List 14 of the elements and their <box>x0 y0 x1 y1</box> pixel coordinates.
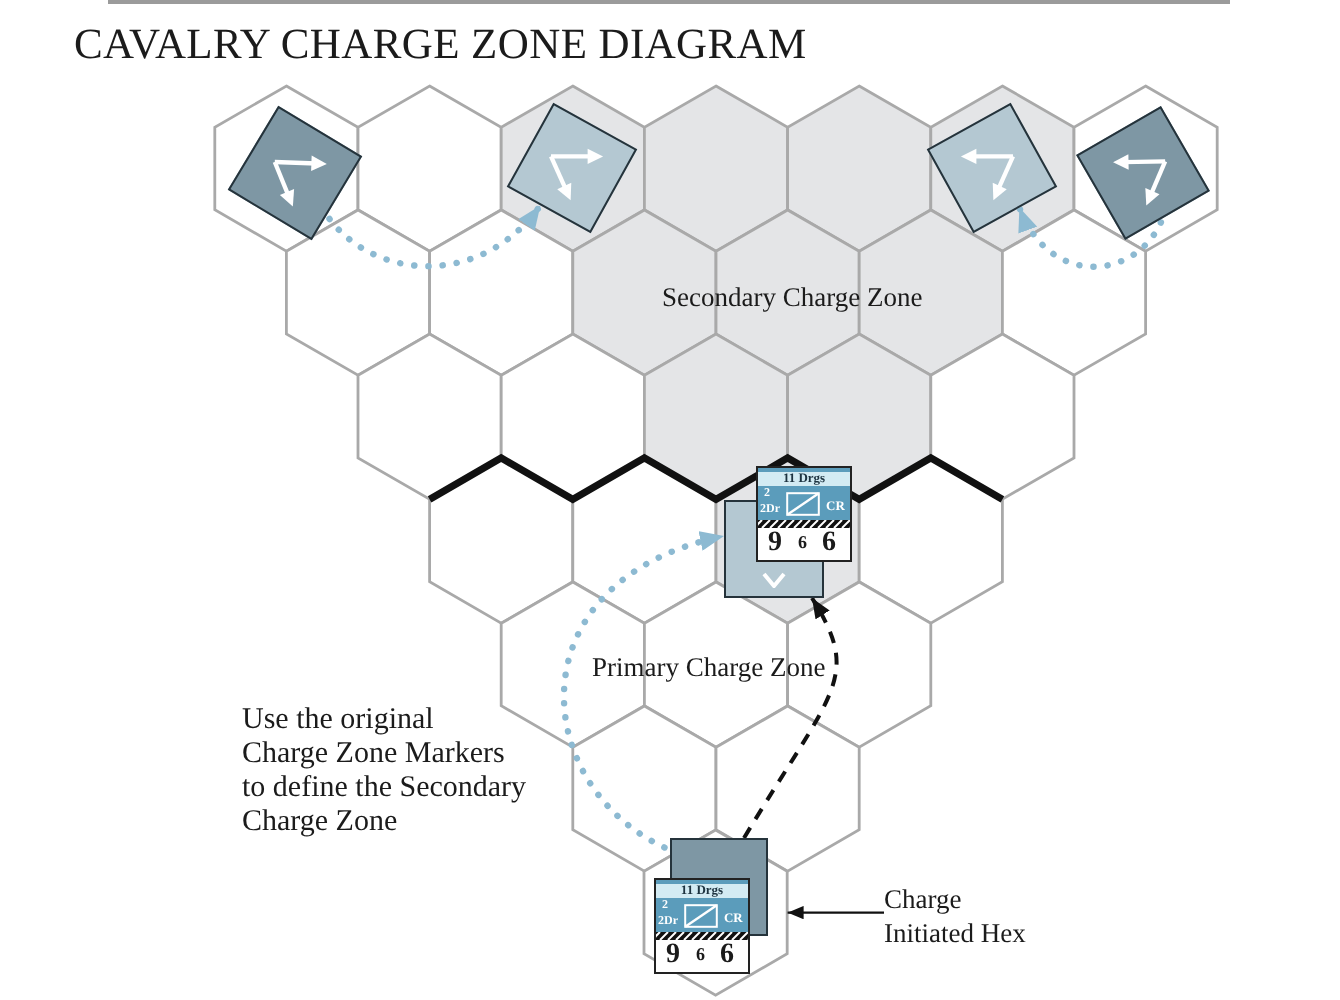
hex-cell <box>642 828 790 998</box>
diagram-title: CAVALRY CHARGE ZONE DIAGRAM <box>74 20 807 70</box>
unit-value: 6 <box>822 530 836 558</box>
unit-counter <box>653 878 750 974</box>
unit-value: 6 <box>695 946 705 964</box>
unit-value: 9 <box>768 530 782 558</box>
zone-label: Secondary Charge Zone <box>662 282 923 314</box>
leader-arrow <box>787 905 884 920</box>
callout-text: Charge Initiated Hex <box>884 882 1052 950</box>
zone-label: Primary Charge Zone <box>592 652 826 684</box>
unit-value: 6 <box>798 534 807 552</box>
unit-value: 6 <box>719 942 734 970</box>
instruction-note: Use the original Charge Zone Markers to define the Secondary Charge Zone <box>242 704 527 840</box>
unit-value: 9 <box>665 942 680 970</box>
